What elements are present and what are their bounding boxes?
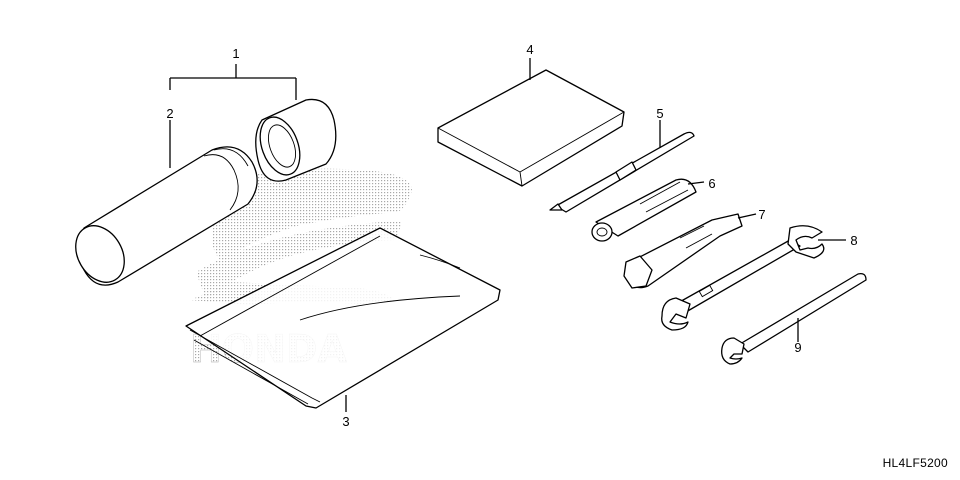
callout-3: 3: [342, 414, 349, 429]
diagram-code: HL4LF5200: [882, 456, 948, 470]
tool-case-cap: [255, 98, 337, 182]
leader-lines: [169, 58, 846, 412]
callout-6: 6: [708, 176, 715, 191]
callout-5: 5: [656, 106, 663, 121]
screwdriver: [549, 131, 695, 213]
callout-2: 2: [166, 106, 173, 121]
callout-7: 7: [758, 207, 765, 222]
callout-4: 4: [526, 42, 533, 57]
owners-manual: [437, 69, 625, 187]
tool-bag: [185, 227, 501, 409]
open-end-wrench-large: [661, 225, 825, 331]
callout-1: 1: [232, 46, 239, 61]
open-end-wrench-small: [721, 272, 867, 365]
spark-plug-wrench: [623, 213, 743, 289]
callout-8: 8: [850, 233, 857, 248]
callout-9: 9: [794, 340, 801, 355]
screwdriver-handle: [591, 178, 697, 242]
tool-case-tube: [75, 146, 258, 286]
